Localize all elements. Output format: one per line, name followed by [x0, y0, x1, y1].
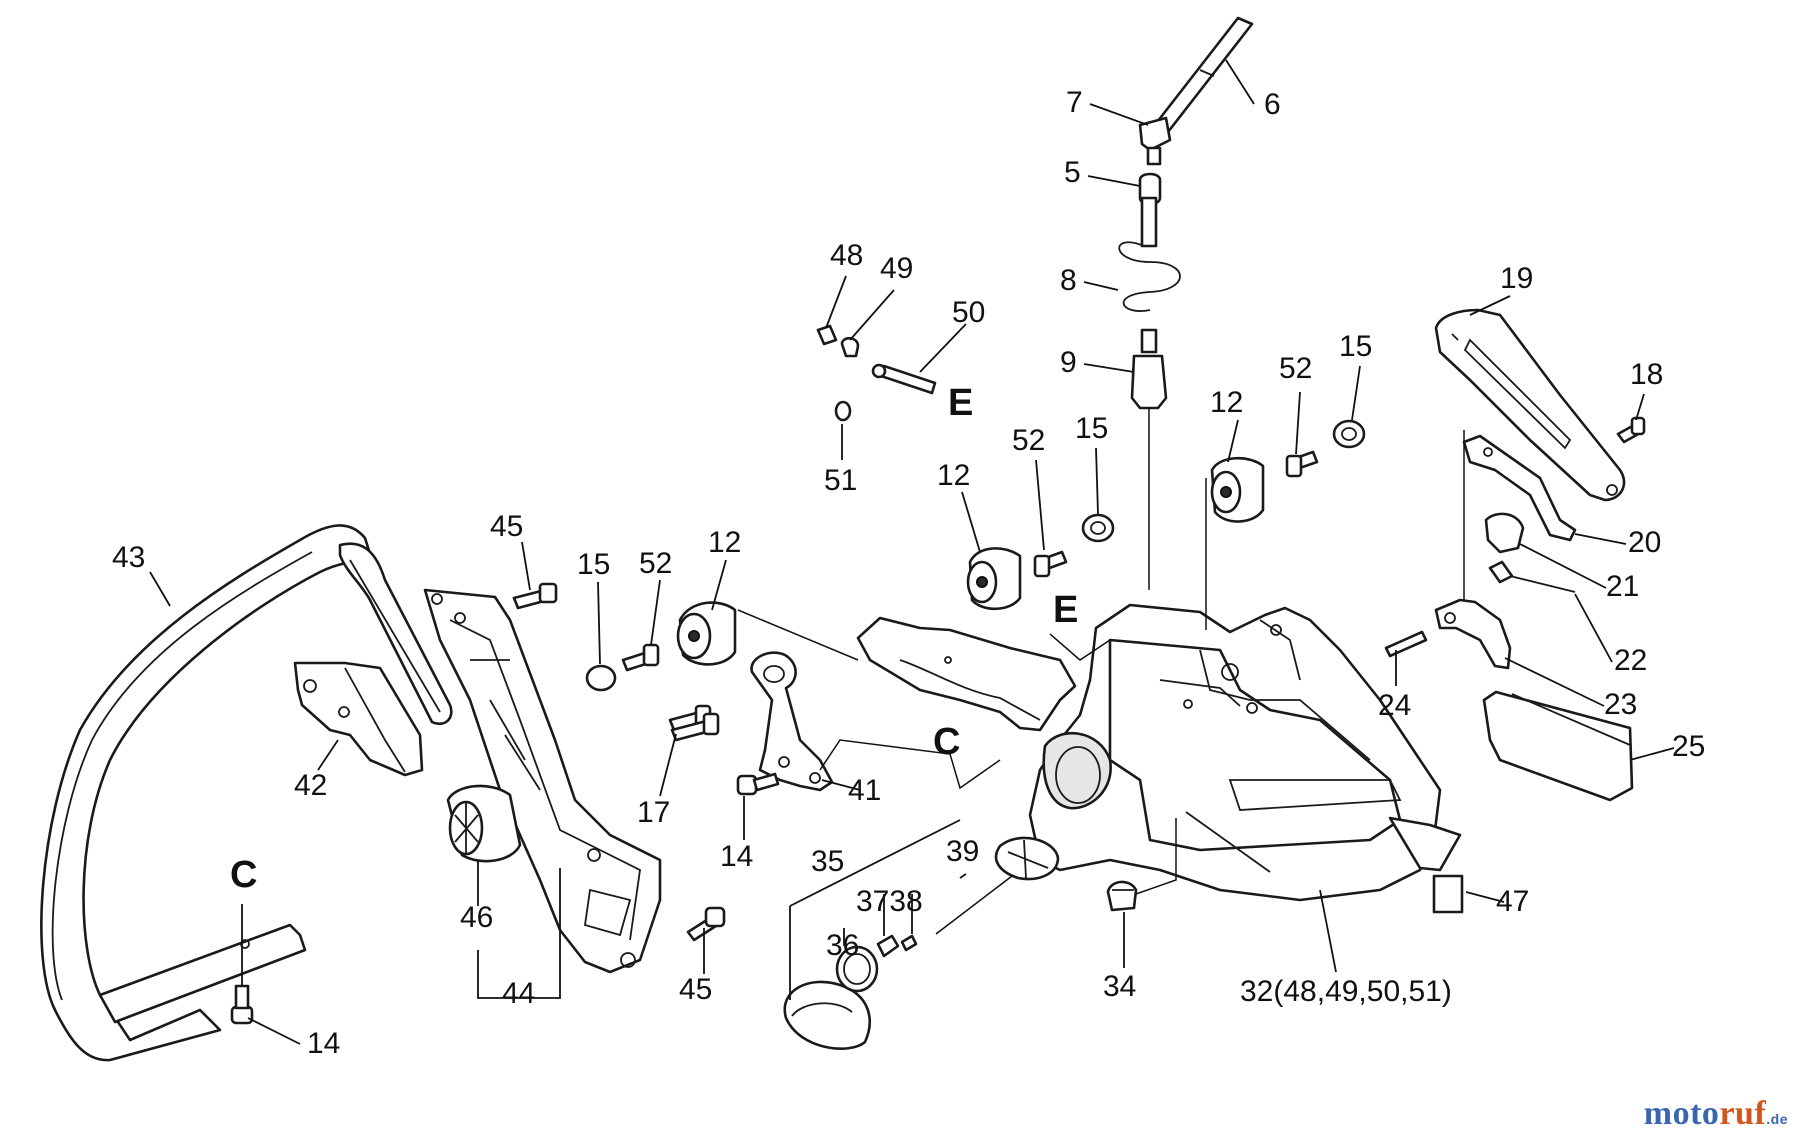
callout-52-right: 52	[1279, 352, 1312, 385]
callout-37-38: 3738	[856, 885, 923, 918]
callout-44: 44	[502, 977, 535, 1010]
callout-50: 50	[952, 296, 985, 329]
main-housing	[1028, 603, 1462, 902]
buffer-group-middle	[966, 513, 1115, 611]
watermark-part-3: .de	[1766, 1111, 1788, 1127]
chain-brake-group	[1384, 308, 1646, 802]
ref-letter-e-housing: E	[1053, 589, 1078, 631]
intake-bracket	[750, 651, 834, 792]
callout-20: 20	[1628, 526, 1661, 559]
fuel-line-assembly	[1118, 16, 1254, 590]
callout-23: 23	[1604, 688, 1637, 721]
callout-52-middle: 52	[1012, 424, 1045, 457]
buffer-group-right	[1210, 419, 1366, 523]
callout-5: 5	[1064, 156, 1081, 189]
callout-45-top: 45	[490, 510, 523, 543]
callout-22: 22	[1614, 644, 1647, 677]
callout-19: 19	[1500, 262, 1533, 295]
callout-49: 49	[880, 252, 913, 285]
callout-43: 43	[112, 541, 145, 574]
oil-cap-assembly	[783, 836, 1060, 1050]
callout-24: 24	[1378, 689, 1411, 722]
callout-34: 34	[1103, 970, 1136, 1003]
callout-21: 21	[1606, 570, 1639, 603]
callout-39: 39	[946, 835, 979, 868]
site-watermark: motoruf.de	[1644, 1095, 1788, 1133]
callout-6: 6	[1264, 88, 1281, 121]
callout-36: 36	[826, 929, 859, 962]
callout-14-middle: 14	[720, 840, 753, 873]
callout-32: 32(48,49,50,51)	[1240, 975, 1452, 1008]
screw-45-top	[512, 582, 558, 610]
callout-25: 25	[1672, 730, 1705, 763]
buffer-group-left	[585, 601, 737, 732]
callout-7: 7	[1066, 86, 1083, 119]
callout-8: 8	[1060, 264, 1077, 297]
callout-12-left: 12	[708, 526, 741, 559]
callout-52-left: 52	[639, 547, 672, 580]
callout-42: 42	[294, 769, 327, 802]
callout-15-right: 15	[1339, 330, 1372, 363]
handle-bracket	[293, 661, 424, 777]
ref-letter-e-top: E	[948, 382, 973, 424]
screw-45-bottom	[686, 906, 726, 942]
callout-9: 9	[1060, 346, 1077, 379]
callout-15-middle: 15	[1075, 412, 1108, 445]
callout-12-right: 12	[1210, 386, 1243, 419]
small-parts-48-51	[816, 324, 937, 422]
callout-labels: 6 7 5 8 9 48 49 50 51 19 18 20 21 22 23 …	[112, 86, 1705, 1060]
callout-12-middle: 12	[937, 459, 970, 492]
callout-41: 41	[848, 774, 881, 807]
rear-handle-frame	[423, 588, 662, 974]
reference-letters: E E C C	[230, 382, 1078, 896]
screw-14-lower	[230, 984, 254, 1025]
callout-18: 18	[1630, 358, 1663, 391]
front-handle-bar	[40, 524, 453, 1062]
screw-14-middle	[736, 772, 780, 796]
callout-35: 35	[811, 845, 844, 878]
watermark-part-1: moto	[1643, 1095, 1720, 1132]
callout-46: 46	[460, 901, 493, 934]
callout-47: 47	[1496, 885, 1529, 918]
center-cover-plate	[856, 616, 1077, 732]
callout-45-bottom: 45	[679, 973, 712, 1006]
ref-letter-c-left: C	[230, 854, 257, 896]
callout-48: 48	[830, 239, 863, 272]
leader-lines	[149, 59, 1675, 1045]
ref-letter-c-center: C	[933, 721, 960, 763]
watermark-part-2: ruf	[1719, 1095, 1767, 1132]
callout-15-left: 15	[577, 548, 610, 581]
rubber-damper	[446, 784, 522, 863]
callout-17: 17	[637, 796, 670, 829]
warning-label	[1432, 874, 1464, 914]
callout-51: 51	[824, 464, 857, 497]
callout-14-lower: 14	[307, 1027, 340, 1060]
oil-drain-plug	[1106, 880, 1138, 912]
